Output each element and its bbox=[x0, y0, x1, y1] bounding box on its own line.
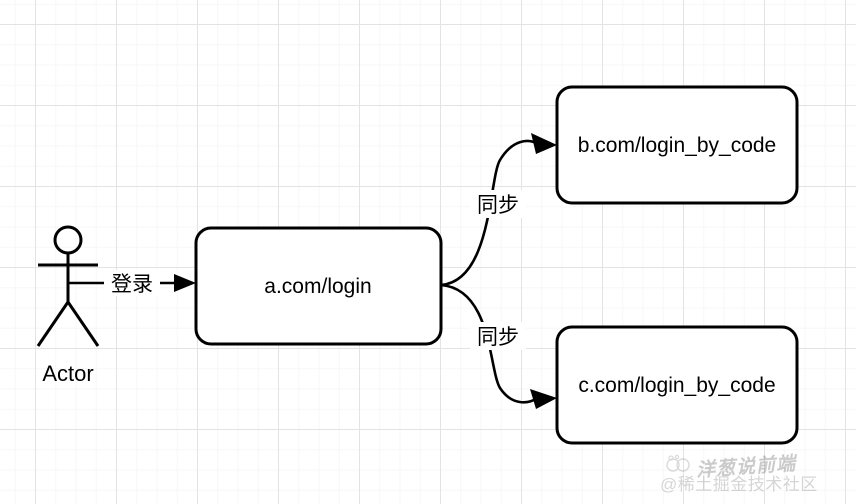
edge-a-to-b-curve bbox=[440, 139, 539, 287]
edge-a-to-b-label-bg bbox=[470, 190, 526, 218]
edge-a-to-b[interactable]: 同步 bbox=[440, 133, 557, 287]
edge-actor-to-a-label-bg bbox=[104, 270, 160, 296]
actor-right-leg-line bbox=[66, 301, 100, 347]
actor-label: Actor bbox=[42, 361, 93, 386]
node-a-com-login-box bbox=[194, 226, 443, 346]
edge-a-to-c-arrowhead bbox=[530, 389, 557, 409]
node-c-com-login-by-code[interactable]: c.com/login_by_code bbox=[555, 325, 799, 445]
node-a-com-login-label: a.com/login bbox=[264, 275, 371, 298]
actor-figure[interactable] bbox=[36, 225, 100, 347]
edge-actor-to-a[interactable]: 登录 bbox=[68, 270, 196, 296]
edge-actor-to-a-arrowhead bbox=[174, 274, 196, 292]
edge-a-to-c-label-bg bbox=[470, 322, 526, 350]
node-a-com-login[interactable]: a.com/login bbox=[194, 226, 443, 346]
node-b-com-login-by-code[interactable]: b.com/login_by_code bbox=[555, 85, 799, 205]
node-c-com-login-by-code-label: c.com/login_by_code bbox=[578, 374, 775, 397]
edge-a-to-b-label: 同步 bbox=[477, 194, 519, 217]
node-c-com-login-by-code-box bbox=[555, 325, 799, 445]
node-b-com-login-by-code-box bbox=[555, 85, 799, 205]
edge-a-to-b-arrowhead bbox=[531, 133, 557, 154]
edge-a-to-c[interactable]: 同步 bbox=[440, 283, 557, 409]
edge-actor-to-a-label: 登录 bbox=[111, 273, 153, 296]
edge-a-to-c-curve bbox=[440, 283, 539, 404]
actor-head-icon bbox=[53, 225, 83, 255]
actor-left-leg-line bbox=[36, 301, 70, 347]
edge-a-to-c-label: 同步 bbox=[477, 326, 519, 349]
node-b-com-login-by-code-label: b.com/login_by_code bbox=[578, 134, 776, 157]
